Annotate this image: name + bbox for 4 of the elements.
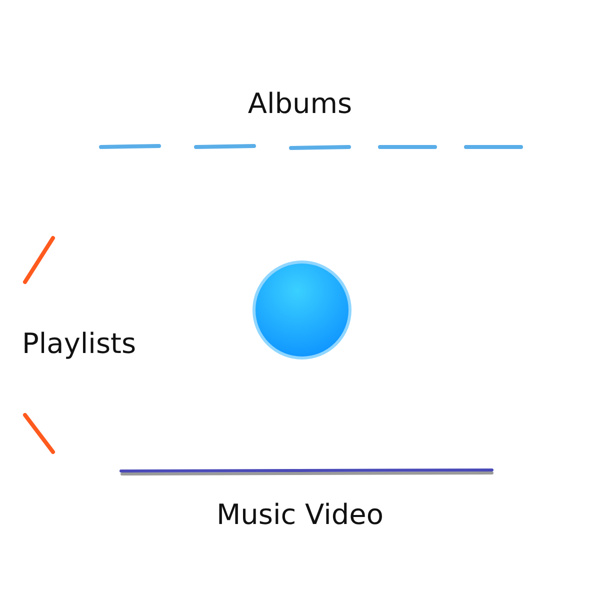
- section-title: Albums: [246, 90, 354, 118]
- section-title: Playlists: [22, 330, 136, 358]
- center-dot: [252, 260, 352, 360]
- section-title: Music Video: [215, 501, 384, 529]
